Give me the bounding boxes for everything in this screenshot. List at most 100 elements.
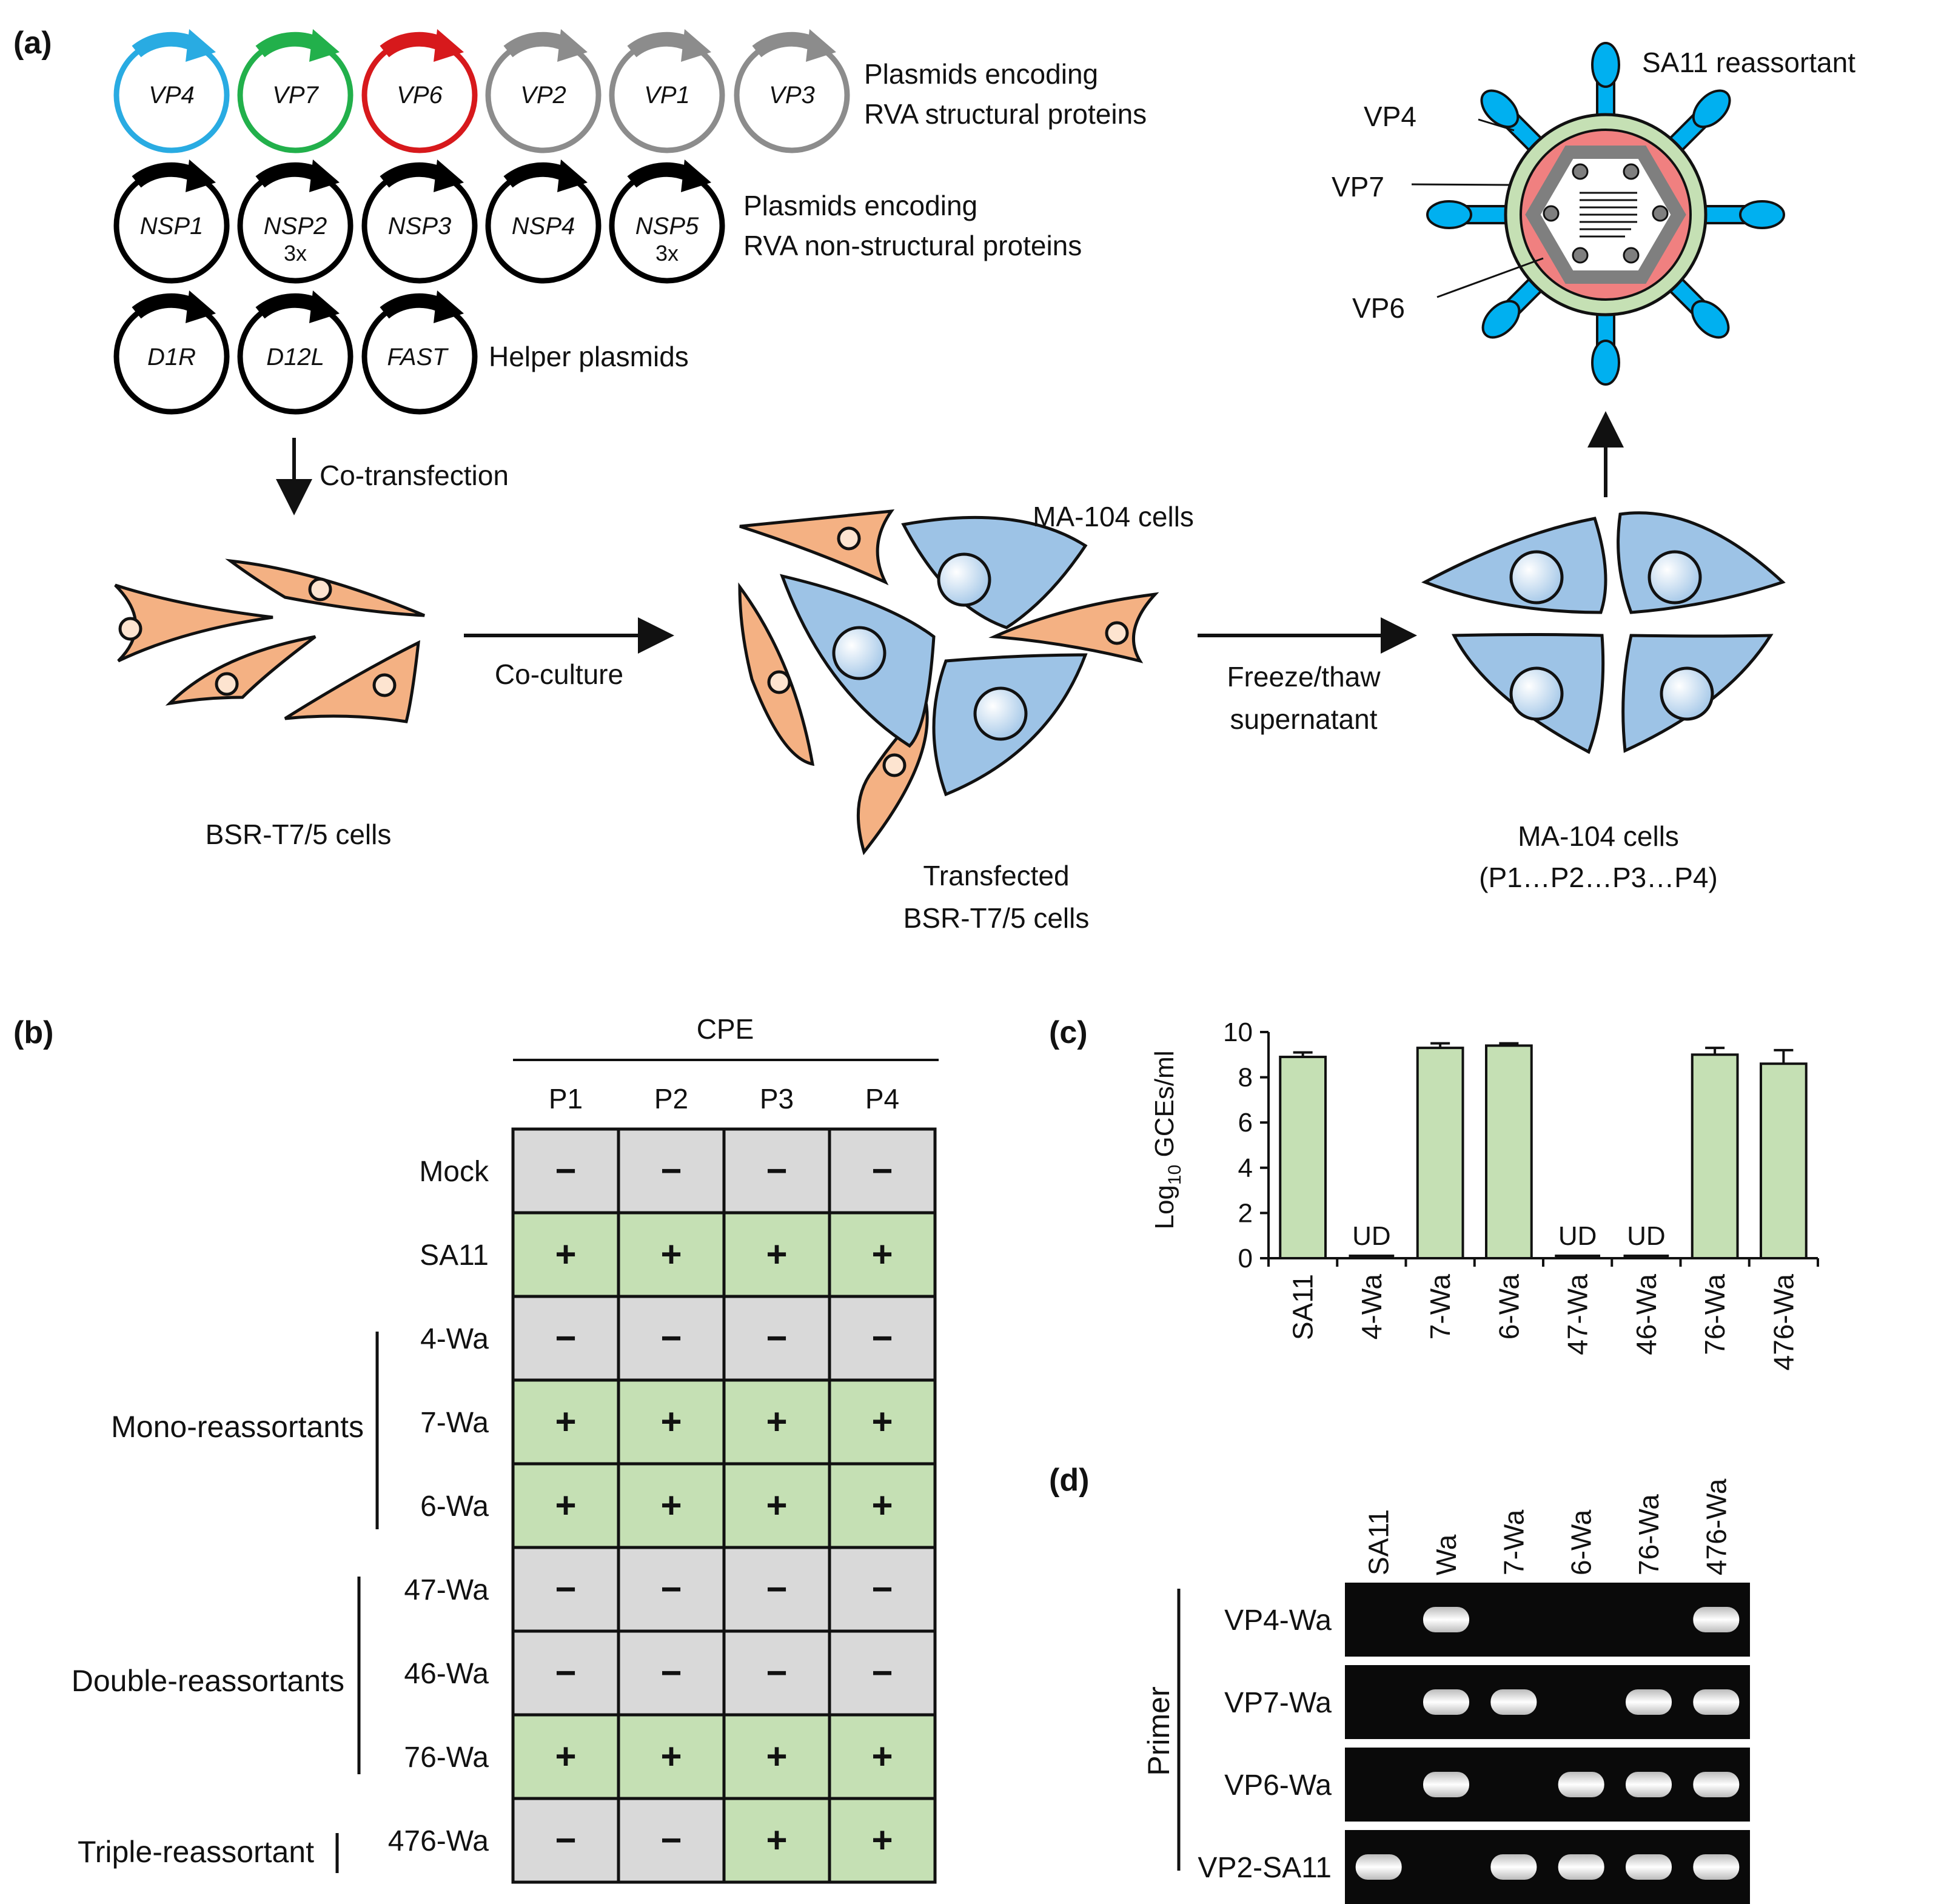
gel-band (1490, 1689, 1537, 1715)
cpe-symbol: − (660, 1820, 682, 1860)
plasmid-nsp1: NSP1 (113, 159, 230, 284)
cpe-cell-positive (722, 1797, 831, 1884)
cpe-symbol: + (871, 1820, 893, 1860)
plasmid-nsp2: NSP2 3x (237, 159, 354, 284)
cpe-symbol: − (871, 1652, 893, 1693)
cpe-symbol: − (871, 1150, 893, 1191)
plasmid-d1r: D1R (113, 290, 230, 415)
transfected-label-line1: Transfected (923, 860, 1069, 891)
freeze-label-line1: Freeze/thaw (1227, 661, 1381, 692)
plasmid-label: VP7 (272, 82, 319, 109)
cpe-symbol: − (766, 1652, 787, 1693)
ud-annotation: UD (1627, 1221, 1666, 1251)
bsr-nucleus (215, 672, 239, 696)
cpe-symbol: + (871, 1485, 893, 1526)
row-label: 76-Wa (404, 1741, 489, 1774)
ma104-nucleus (1509, 550, 1564, 605)
row-label: 46-Wa (404, 1658, 489, 1690)
virion-vp7-label: VP7 (1332, 171, 1384, 203)
cpe-symbol: + (660, 1401, 682, 1442)
cpe-cell-negative (617, 1546, 726, 1633)
column-header-p3: P3 (760, 1083, 794, 1115)
ma104-passage-cells (1421, 511, 1786, 754)
cpe-symbol: − (555, 1318, 576, 1358)
bsr-label: BSR-T7/5 cells (206, 819, 392, 850)
plasmid-label: D1R (147, 344, 196, 370)
y-axis-title: Log10 GCEs/ml (1150, 1050, 1185, 1229)
bsr-nucleus (837, 526, 861, 551)
mixed-culture (738, 509, 1159, 856)
bsr-cell (284, 640, 420, 723)
plasmid-label: NSP4 (512, 213, 575, 240)
plasmid-label: NSP1 (140, 213, 204, 240)
row-label: 476-Wa (388, 1825, 489, 1857)
plasmid-nsp3: NSP3 (361, 159, 478, 284)
helper-plasmid-row: D1R D12L FAST (113, 290, 478, 415)
cpe-symbol: − (766, 1569, 787, 1609)
cpe-cell-positive (722, 1211, 831, 1298)
core-enzymes (1543, 163, 1669, 264)
cpe-symbol: − (766, 1150, 787, 1191)
x-tick-label: 6-Wa (1493, 1274, 1524, 1340)
cpe-symbol: − (766, 1318, 787, 1358)
nonstructural-plasmid-row: NSP1 NSP2 3x NSP3 NSP4 NSP5 3x (113, 159, 725, 284)
column-header-p1: P1 (549, 1083, 583, 1115)
ma104-nucleus (1509, 666, 1564, 721)
ma104-cell (1617, 511, 1786, 614)
cpe-cell-negative (617, 1797, 726, 1884)
row-label: Mock (419, 1156, 489, 1188)
row-label: 6-Wa (420, 1490, 489, 1523)
gel-band (1423, 1689, 1469, 1715)
bar-baseline (1349, 1255, 1395, 1258)
structural-caption-line1: Plasmids encoding (864, 58, 1098, 90)
primer-label: VP6-Wa (1224, 1769, 1332, 1802)
gel-band (1626, 1854, 1672, 1880)
coculture-label: Co-culture (495, 659, 623, 690)
plasmid-d12l: D12L (237, 290, 354, 415)
vp6-pointer (1436, 257, 1544, 298)
nonstructural-caption-line2: RVA non-structural proteins (743, 230, 1082, 261)
cpe-symbol: − (555, 1150, 576, 1191)
vp4-pointer (1478, 118, 1515, 132)
vp7-pointer (1411, 183, 1512, 186)
cpe-cell-negative (828, 1629, 937, 1717)
cpe-symbol: + (555, 1485, 576, 1526)
cpe-symbol: + (555, 1736, 576, 1777)
cpe-cell-negative (617, 1629, 726, 1717)
bsr-nucleus (767, 670, 791, 694)
cpe-cell-positive (828, 1378, 937, 1466)
lane-label: SA11 (1363, 1509, 1395, 1575)
panel-d-label: (d) (1049, 1463, 1089, 1498)
cpe-cell-positive (828, 1211, 937, 1298)
x-tick-label: 47-Wa (1562, 1274, 1594, 1355)
bsr-cell (165, 635, 317, 706)
y-tick-label: 4 (1238, 1153, 1253, 1183)
gel-band (1693, 1854, 1740, 1880)
group-mono-label: Mono-reassortants (111, 1410, 364, 1444)
ma104-nucleus (973, 686, 1028, 741)
cpe-cell-negative (828, 1546, 937, 1633)
gel-band (1355, 1854, 1402, 1880)
gel-band (1423, 1607, 1469, 1632)
lane-label: 6-Wa (1566, 1509, 1597, 1575)
row-label: SA11 (420, 1239, 489, 1272)
primer-label: VP7-Wa (1224, 1687, 1332, 1719)
y-tick-label: 6 (1238, 1108, 1253, 1138)
cpe-cell-positive (722, 1378, 831, 1466)
bsr-nucleus (882, 753, 907, 777)
row-label: 4-Wa (420, 1323, 489, 1355)
plasmid-nsp5: NSP5 3x (609, 159, 725, 284)
x-tick-label: 7-Wa (1424, 1274, 1456, 1340)
row-label: 47-Wa (404, 1574, 489, 1606)
cpe-cell-negative (511, 1295, 620, 1382)
cpe-symbol: + (660, 1736, 682, 1777)
gel-band (1558, 1854, 1604, 1880)
column-header-p2: P2 (654, 1083, 688, 1115)
cpe-symbol: − (871, 1569, 893, 1609)
y-tick-label: 2 (1238, 1198, 1253, 1228)
structural-plasmid-row: VP4 VP7 VP6 VP2 VP1 (113, 29, 850, 153)
plasmid-label: VP6 (397, 82, 443, 109)
cpe-cell-positive (511, 1211, 620, 1298)
